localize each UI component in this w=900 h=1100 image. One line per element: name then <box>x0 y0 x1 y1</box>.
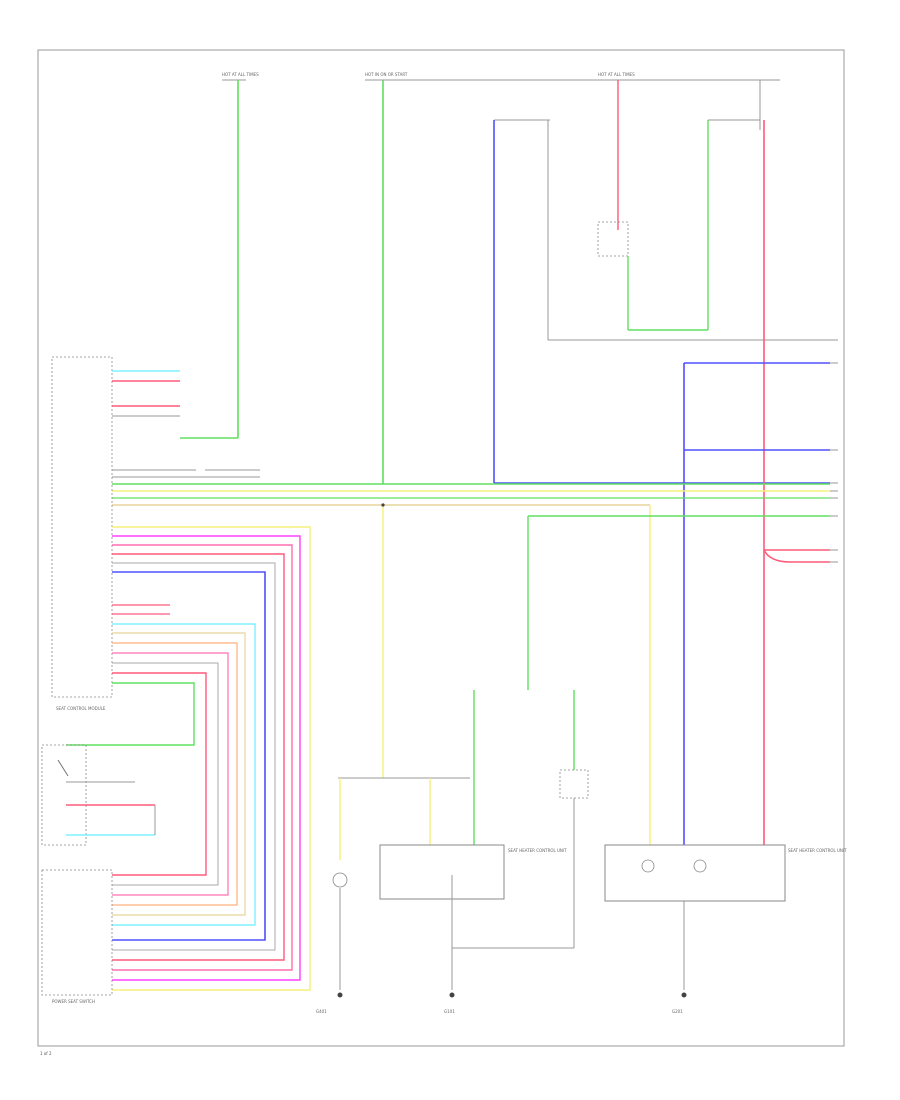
right-heater-label: SEAT HEATER CONTROL UNIT <box>788 848 847 853</box>
center-heater-unit: SEAT HEATER CONTROL UNIT G101 G401 <box>316 690 589 1014</box>
wire-blue-top <box>493 119 830 484</box>
motor-icon <box>693 859 707 873</box>
ground-label-right: G201 <box>672 1009 683 1014</box>
fuse-label-center: HOT IN ON OR START <box>365 72 408 77</box>
bus-lines <box>112 476 830 845</box>
footer-code: 1 of 2 <box>40 1051 52 1056</box>
fuse-label-right: HOT AT ALL TIMES <box>598 72 635 77</box>
left-module-label: SEAT CONTROL MODULE <box>56 706 106 711</box>
wire-red-right <box>763 120 830 845</box>
fuse-feed-right: HOT AT ALL TIMES <box>370 72 780 331</box>
lower-left-module: POWER SEAT SWITCH <box>41 744 156 1004</box>
center-heater-label: SEAT HEATER CONTROL UNIT <box>508 848 567 853</box>
ground-icon <box>337 992 343 998</box>
right-heater-unit: SEAT HEATER CONTROL UNIT G201 <box>604 844 847 1014</box>
wire-blue-right <box>683 362 830 845</box>
switch-icon <box>57 759 69 777</box>
fuse-label-left: HOT AT ALL TIMES <box>222 72 259 77</box>
fuse-feed-center: HOT IN ON OR START <box>365 72 408 484</box>
fuse-feed-left: HOT AT ALL TIMES <box>180 72 259 439</box>
heater-element-icon <box>332 872 348 888</box>
splice-icon <box>381 503 385 507</box>
output-wire-loops <box>66 526 311 991</box>
lower-left-module-label: POWER SEAT SWITCH <box>52 999 95 1004</box>
ground-icon <box>449 992 455 998</box>
ground-label-center: G101 <box>444 1009 455 1014</box>
ground-label-left: G401 <box>316 1009 327 1014</box>
left-module: SEAT CONTROL MODULE <box>51 356 260 711</box>
ground-icon <box>681 992 687 998</box>
motor-icon <box>641 859 655 873</box>
diagram-frame <box>37 49 845 1047</box>
right-connector-stubs <box>830 339 838 563</box>
